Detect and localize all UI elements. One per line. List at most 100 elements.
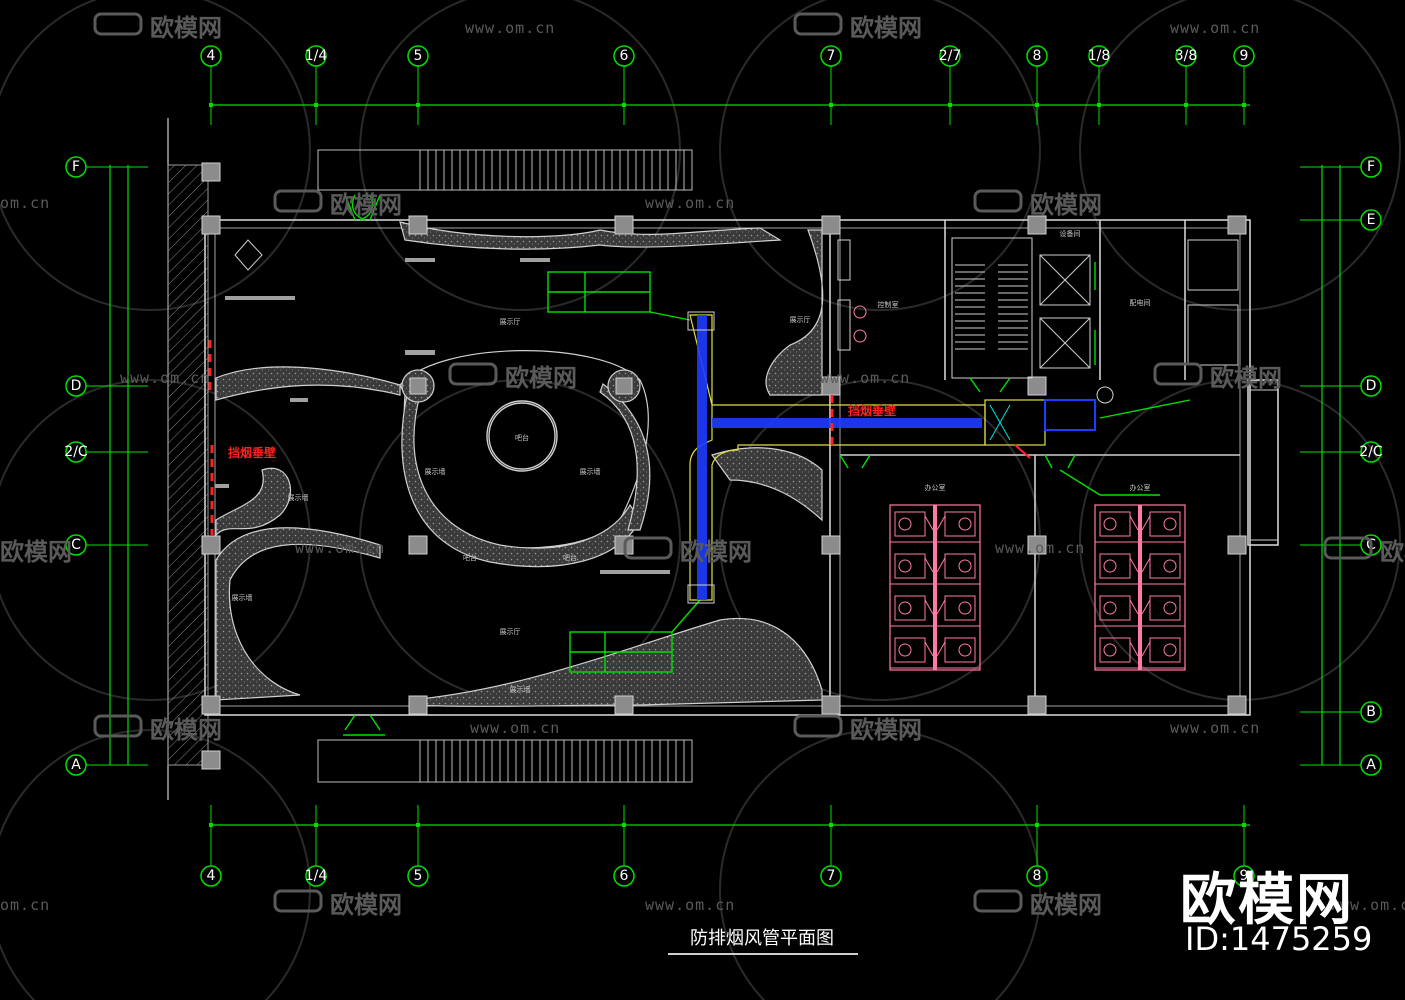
- room-label: 展示墙: [580, 467, 601, 476]
- doors: [343, 194, 1191, 736]
- column: [1027, 535, 1047, 555]
- svg-text:2/C: 2/C: [1359, 444, 1383, 460]
- axis-bubble-left: F: [65, 156, 87, 178]
- column: [614, 695, 634, 715]
- svg-text:www.om.cn: www.om.cn: [1330, 896, 1405, 914]
- svg-text:www.om.cn: www.om.cn: [645, 896, 735, 914]
- smoke-curtain-label-right: 挡烟垂壁: [848, 403, 896, 418]
- svg-text:7: 7: [827, 868, 836, 884]
- axis-bubble-top: 1/4: [305, 45, 328, 67]
- watermarks: 欧模网欧模网欧模网欧模网欧模网欧模网欧模网欧模网欧模网欧模网欧模网欧模网欧模网w…: [0, 12, 1405, 919]
- smoke-curtain-label-left: 挡烟垂壁: [228, 445, 276, 460]
- room-label: 设备间: [1060, 229, 1081, 238]
- svg-text:2/7: 2/7: [939, 48, 962, 64]
- display-walls: [215, 221, 824, 707]
- axis-bubble-left: A: [65, 754, 87, 776]
- svg-text:欧模网: 欧模网: [850, 14, 922, 42]
- svg-text:8: 8: [1033, 868, 1042, 884]
- axis-bubble-bottom: 8: [1026, 865, 1048, 887]
- axis-bubble-top: 3/8: [1175, 45, 1198, 67]
- column: [408, 695, 428, 715]
- column: [821, 535, 841, 555]
- column: [201, 750, 221, 770]
- svg-text:www.om.cn: www.om.cn: [820, 369, 910, 387]
- room-label: 展示墙: [510, 685, 531, 694]
- svg-text:7: 7: [827, 48, 836, 64]
- axis-bubble-top: 9: [1233, 45, 1255, 67]
- svg-text:D: D: [71, 378, 82, 394]
- misc-fixtures: [215, 239, 867, 574]
- round-table: [486, 400, 558, 472]
- svg-text:欧模网: 欧模网: [850, 716, 922, 744]
- column: [1227, 215, 1247, 235]
- svg-text:6: 6: [620, 48, 629, 64]
- column: [201, 695, 221, 715]
- axis-bubble-top: 4: [200, 45, 222, 67]
- svg-text:3/8: 3/8: [1175, 48, 1198, 64]
- svg-text:www.om.cn: www.om.cn: [470, 719, 560, 737]
- axis-bubble-right: 2/C: [1359, 441, 1383, 463]
- svg-text:欧模网: 欧模网: [1030, 191, 1102, 219]
- svg-text:om.cn: om.cn: [0, 194, 50, 212]
- axis-bubble-left: 2/C: [64, 441, 88, 463]
- left-axis-bubbles: FD2/CCA: [64, 156, 148, 776]
- svg-text:www.om.cn: www.om.cn: [120, 369, 210, 387]
- room-label: 办公室: [925, 483, 946, 492]
- column: [201, 162, 221, 182]
- stair-top: [317, 149, 693, 191]
- svg-text:欧模网: 欧模网: [330, 891, 402, 919]
- axis-bubble-right: A: [1360, 754, 1382, 776]
- svg-text:B: B: [1366, 704, 1376, 720]
- column: [201, 215, 221, 235]
- svg-text:D: D: [1366, 378, 1377, 394]
- svg-text:www.om.cn: www.om.cn: [1170, 719, 1260, 737]
- svg-text:欧模网: 欧模网: [150, 14, 222, 42]
- svg-text:5: 5: [414, 868, 423, 884]
- column: [408, 535, 428, 555]
- svg-text:欧模网: 欧模网: [1030, 891, 1102, 919]
- axis-bubble-right: B: [1360, 701, 1382, 723]
- svg-text:F: F: [1367, 159, 1375, 175]
- smoke-curtain-walls: [208, 340, 834, 535]
- room-label: 办公室: [1130, 483, 1151, 492]
- svg-text:欧模网: 欧模网: [1210, 364, 1282, 392]
- svg-text:www.om.cn: www.om.cn: [295, 539, 385, 557]
- axis-bubble-right: E: [1360, 209, 1382, 231]
- svg-text:1/4: 1/4: [305, 48, 328, 64]
- column: [614, 215, 634, 235]
- svg-text:9: 9: [1240, 868, 1249, 884]
- room-labels: 展示厅 展示厅 展示墙 展示墙 展示墙 展示墙 展示墙 吧台 吧台 吧台 展示厅…: [232, 229, 1151, 694]
- axis-bubble-right: F: [1360, 156, 1382, 178]
- smoke-exhaust-duct: [687, 311, 1114, 604]
- structural-columns: [201, 162, 1247, 770]
- column: [1227, 535, 1247, 555]
- hatched-wall-left: [167, 164, 209, 766]
- axis-bubble-left: D: [65, 375, 87, 397]
- room-label: 吧台: [563, 553, 577, 562]
- svg-text:F: F: [72, 159, 80, 175]
- svg-text:5: 5: [414, 48, 423, 64]
- svg-text:欧模网: 欧模网: [0, 538, 72, 566]
- svg-text:欧模网: 欧模网: [680, 538, 752, 566]
- svg-text:欧模网: 欧模网: [505, 364, 577, 392]
- room-label: 展示厅: [500, 628, 521, 636]
- svg-text:1/8: 1/8: [1088, 48, 1111, 64]
- svg-text:6: 6: [620, 868, 629, 884]
- room-label: 展示厅: [790, 316, 811, 324]
- axis-bubble-bottom: 6: [613, 865, 635, 887]
- svg-text:E: E: [1367, 212, 1376, 228]
- room-label: 控制室: [878, 300, 899, 309]
- column: [201, 535, 221, 555]
- axis-bubble-bottom: 7: [820, 865, 842, 887]
- column: [1027, 695, 1047, 715]
- room-label: 展示墙: [425, 467, 446, 476]
- axis-bubble-top: 2/7: [939, 45, 962, 67]
- svg-text:9: 9: [1240, 48, 1249, 64]
- svg-text:www.om.cn: www.om.cn: [1170, 19, 1260, 37]
- column: [821, 695, 841, 715]
- svg-text:A: A: [1366, 757, 1376, 773]
- axis-bubble-top: 6: [613, 45, 635, 67]
